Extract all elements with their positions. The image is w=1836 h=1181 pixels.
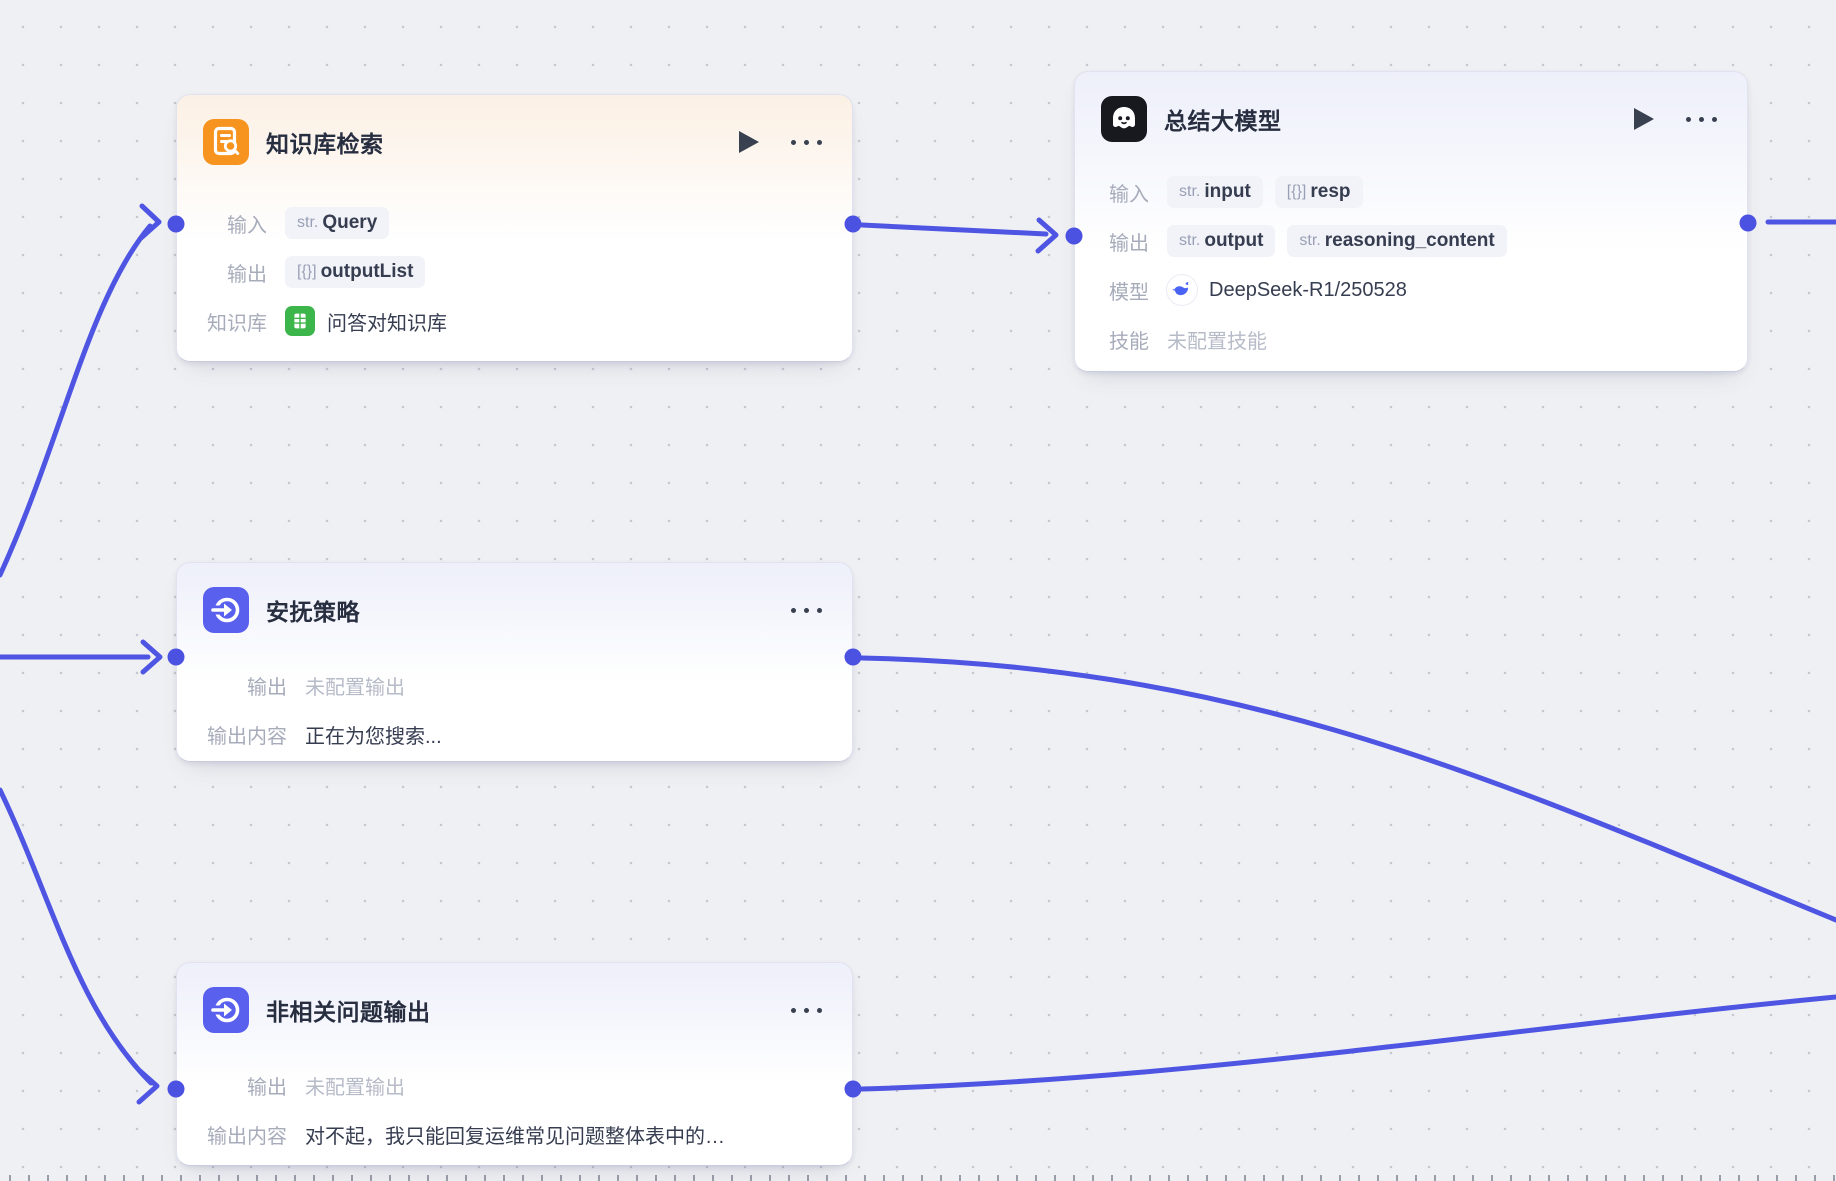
bot-icon (1101, 96, 1147, 142)
node-header: 知识库检索 (177, 95, 852, 179)
row-label: 输出 (247, 676, 287, 699)
run-node-button[interactable] (739, 130, 761, 154)
row-label: 输入 (227, 214, 267, 237)
knowledge-search-icon (203, 119, 249, 165)
edge-arrow (1035, 217, 1059, 254)
output-content-value: 正在为您搜索... (305, 725, 442, 748)
row-label: 模型 (1109, 281, 1149, 304)
row-label: 技能 (1109, 330, 1149, 353)
port-comfort-output[interactable] (844, 648, 862, 666)
row-label: 输出 (1109, 232, 1149, 255)
node-title: 知识库检索 (266, 131, 384, 157)
row-label: 知识库 (207, 312, 267, 335)
param-tag-outputlist[interactable]: [{}]outputList (285, 256, 426, 288)
row-label: 输出内容 (207, 1125, 287, 1148)
node-irrelevant-question-output[interactable]: 非相关问题输出 输出 未配置输出 输出内容 对不起，我只能回复运维常见问题整体表… (176, 962, 853, 1166)
output-row: 输出 [{}]outputList (203, 254, 826, 290)
node-knowledge-retrieval[interactable]: 知识库检索 输入 str.Query 输出 [{}]outputList (176, 94, 853, 362)
port-knowledge-input[interactable] (167, 215, 185, 233)
edge-knowledge-to-llm (859, 222, 1049, 237)
output-value: 未配置输出 (305, 676, 405, 699)
output-content-value: 对不起，我只能回复运维常见问题整体表中的… (305, 1125, 725, 1148)
skills-row: 技能 未配置技能 (1101, 321, 1721, 357)
param-tag-resp[interactable]: [{}]resp (1274, 176, 1363, 208)
knowledge-base-name[interactable]: 问答对知识库 (327, 312, 447, 335)
input-row: 输入 str.input [{}]resp (1101, 174, 1721, 210)
output-row: 输出 未配置输出 (203, 1067, 826, 1103)
edge-arrow (138, 203, 162, 241)
port-llm-output[interactable] (1739, 214, 1757, 232)
more-menu-button[interactable] (789, 134, 824, 151)
param-tag-input[interactable]: str.input (1167, 176, 1263, 208)
skills-value: 未配置技能 (1167, 330, 1267, 353)
edge-arrow (140, 639, 163, 675)
port-llm-input[interactable] (1065, 227, 1083, 245)
param-tag-reasoning-content[interactable]: str.reasoning_content (1287, 225, 1507, 257)
node-title: 非相关问题输出 (266, 999, 431, 1025)
node-title: 总结大模型 (1164, 108, 1282, 134)
deepseek-whale-icon (1167, 275, 1197, 305)
output-row: 输出 未配置输出 (203, 667, 826, 703)
port-irrelevant-output[interactable] (844, 1080, 862, 1098)
canvas-bottom-ticks (0, 1175, 1836, 1181)
row-label: 输出内容 (207, 725, 287, 748)
node-summary-llm[interactable]: 总结大模型 输入 str.input [{}]resp 输出 str.outpu… (1074, 71, 1748, 372)
input-row: 输入 str.Query (203, 205, 826, 241)
param-tag-query[interactable]: str.Query (285, 207, 390, 239)
output-row: 输出 str.output str.reasoning_content (1101, 223, 1721, 259)
output-arrow-icon (203, 587, 249, 633)
node-header: 非相关问题输出 (177, 963, 852, 1047)
edge-comfort-output-right (859, 655, 1836, 923)
model-name[interactable]: DeepSeek-R1/250528 (1209, 278, 1407, 301)
row-label: 输出 (227, 263, 267, 286)
output-content-row: 输出内容 对不起，我只能回复运维常见问题整体表中的… (203, 1116, 826, 1152)
port-irrelevant-input[interactable] (167, 1080, 185, 1098)
output-arrow-icon (203, 987, 249, 1033)
port-comfort-input[interactable] (167, 648, 185, 666)
row-label: 输出 (247, 1076, 287, 1099)
more-menu-button[interactable] (789, 602, 824, 619)
edge-to-knowledge-input (0, 223, 153, 578)
param-tag-output[interactable]: str.output (1167, 225, 1276, 257)
edge-arrow (136, 1068, 160, 1105)
model-row: 模型 DeepSeek-R1/250528 (1101, 272, 1721, 308)
output-value: 未配置输出 (305, 1076, 405, 1099)
edge-irrelevant-output-right (859, 994, 1836, 1092)
edge-to-irrelevant-input (0, 787, 154, 1086)
knowledge-base-row: 知识库 问答对知识库 (203, 303, 826, 339)
node-header: 总结大模型 (1075, 72, 1747, 156)
node-comfort-strategy[interactable]: 安抚策略 输出 未配置输出 输出内容 正在为您搜索... (176, 562, 853, 762)
run-node-button[interactable] (1634, 107, 1656, 131)
row-label: 输入 (1109, 183, 1149, 206)
more-menu-button[interactable] (789, 1002, 824, 1019)
port-knowledge-output[interactable] (844, 215, 862, 233)
node-header: 安抚策略 (177, 563, 852, 647)
node-title: 安抚策略 (266, 599, 360, 625)
qa-knowledge-base-icon (285, 306, 315, 336)
more-menu-button[interactable] (1684, 111, 1719, 128)
output-content-row: 输出内容 正在为您搜索... (203, 716, 826, 752)
